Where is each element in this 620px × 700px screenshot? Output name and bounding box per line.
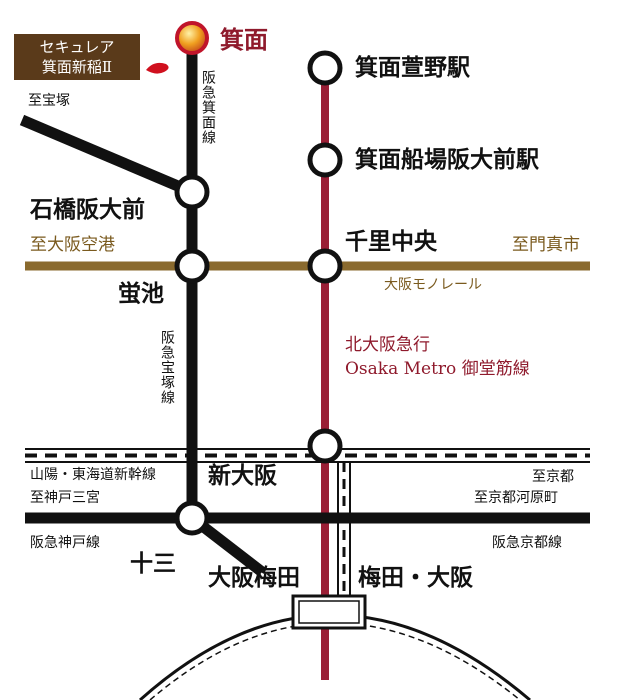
property-name-line2: 箕面新稲Ⅱ (41, 58, 113, 76)
direction-takarazuka: 至宝塚 (28, 93, 70, 109)
direction-kadoma: 至門真市 (512, 235, 580, 255)
station-shin-osaka (307, 428, 343, 464)
line-label-takarazuka: 阪急宝塚線 (159, 330, 175, 405)
station-senri-chuo (307, 248, 343, 284)
line-label-midosuji: Osaka Metro 御堂筋線 (345, 359, 530, 379)
station-juso (174, 500, 210, 536)
label-umeda-osaka: 梅田・大阪 (358, 564, 473, 591)
umeda-station-box-inner (298, 600, 360, 624)
takarazuka-line-branch (19, 114, 195, 198)
station-ishibashi (174, 174, 210, 210)
label-osaka-umeda: 大阪梅田 (208, 564, 300, 591)
label-juso: 十三 (130, 550, 176, 577)
direction-kyoto: 至京都 (532, 469, 574, 485)
station-hotarugaike (174, 248, 210, 284)
label-minoh: 箕面 (220, 25, 268, 54)
direction-kobe: 至神戸三宮 (30, 490, 100, 506)
direction-airport: 至大阪空港 (30, 235, 115, 255)
property-badge: セキュレア 箕面新稲Ⅱ (14, 34, 140, 80)
line-label-kobe: 阪急神戸線 (30, 535, 100, 551)
label-senri-chuo: 千里中央 (345, 228, 437, 255)
line-label-minoh: 阪急箕面線 (200, 70, 216, 145)
jr-connector-track (337, 462, 351, 600)
station-markers (174, 50, 343, 536)
jr-arc-line-inner (149, 622, 521, 700)
shinkansen-track (25, 448, 590, 463)
label-shin-osaka: 新大阪 (208, 462, 277, 489)
line-label-kyoto: 阪急京都線 (492, 535, 562, 551)
property-name-line1: セキュレア (39, 38, 115, 56)
property-pin-icon (146, 62, 169, 74)
label-ishibashi: 石橋阪大前 (30, 196, 145, 223)
line-label-monorail: 大阪モノレール (384, 277, 482, 293)
station-minoh (175, 21, 209, 55)
label-minoh-semba: 箕面船場阪大前駅 (355, 146, 539, 173)
line-label-kita-osaka: 北大阪急行 (345, 335, 430, 355)
station-minoh-kayano (307, 50, 343, 86)
station-minoh-semba (307, 142, 343, 178)
line-label-shinkansen: 山陽・東海道新幹線 (30, 467, 156, 483)
direction-kawaramachi: 至京都河原町 (474, 490, 558, 506)
label-hotarugaike: 蛍池 (118, 280, 164, 307)
label-minoh-kayano: 箕面萱野駅 (355, 54, 470, 81)
